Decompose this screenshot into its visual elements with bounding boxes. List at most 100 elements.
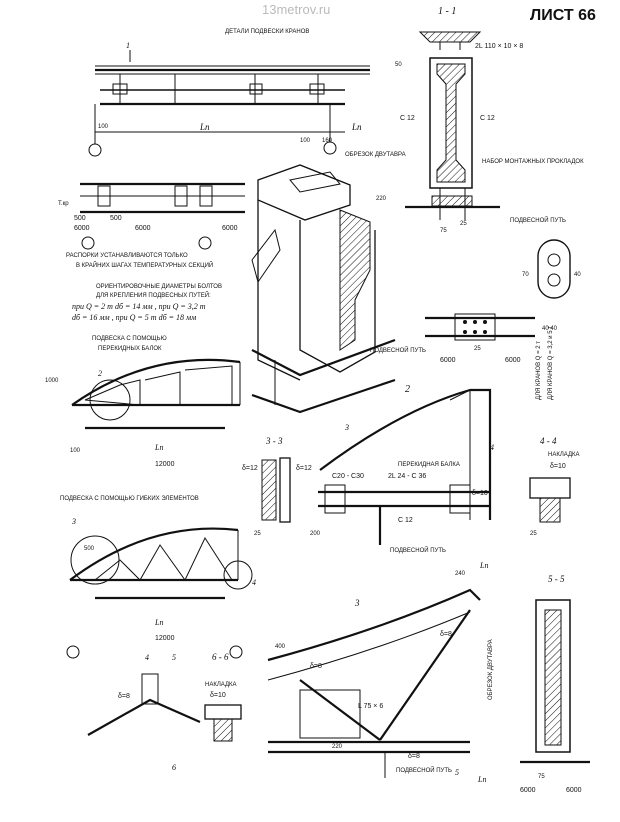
dim-ln-e: Lп — [154, 618, 163, 627]
delta-8-c: δ=8 — [408, 753, 420, 760]
dim-240: 240 — [455, 571, 466, 577]
section-1-1: 2L 110 × 10 × 8 С 12 С 12 НАБОР МОНТАЖНЫ… — [376, 31, 584, 234]
crane-track-iso: ПОДВЕСНОЙ ПУТЬ — [370, 346, 426, 354]
truss-cross-beams: ПОДВЕСКА С ПОМОЩЬЮ ПЕРЕКИДНЫХ БАЛОК 1000… — [45, 336, 241, 468]
dim-40: 40 — [574, 272, 581, 278]
section-4-4-label: 4 - 4 — [540, 436, 557, 446]
cut-4-mark: 4 — [490, 443, 494, 452]
dim-75-a: 75 — [440, 228, 447, 234]
isometric-view: ОБРЕЗОК ДВУТАВРА ПОДВЕСНОЙ ПУТЬ — [251, 152, 426, 414]
dim-ln-d: Lп — [479, 561, 488, 570]
detail-4: 4 5 δ=8 6 — [87, 653, 201, 772]
section-5-5: 5 - 5 ОБРЕЗОК ДВУТАВРА 75 6000 6000 — [488, 574, 590, 794]
delta-10-c: δ=10 — [210, 692, 226, 699]
dim-25-c: 25 — [254, 531, 261, 537]
dim-ln-f: Lп — [477, 775, 486, 784]
dim-6000-a: 6000 — [74, 225, 90, 232]
bolt-note-2: ДЛЯ КРЕПЛЕНИЯ ПОДВЕСНЫХ ПУТЕЙ: — [96, 291, 211, 299]
dim-6000-e: 6000 — [505, 357, 521, 364]
cross-beam-detail: 2 ПЕРЕКИДНАЯ БАЛКА С20 - С30 2L 24 - С 3… — [310, 384, 494, 570]
bolt-note-1: ОРИЕНТИРОВОЧНЫЕ ДИАМЕТРЫ БОЛТОВ — [96, 284, 222, 290]
view-2-label: 2 — [405, 384, 410, 395]
dim-200: 200 — [310, 531, 321, 537]
bolt-notes: ОРИЕНТИРОВОЧНЫЕ ДИАМЕТРЫ БОЛТОВ ДЛЯ КРЕП… — [72, 284, 222, 322]
dim-500-b: 500 — [110, 215, 122, 222]
for-cranes-1: ДЛЯ КРАНОВ Q = 2 т — [536, 341, 542, 400]
delta-8-a: δ=8 — [310, 663, 322, 670]
watermark: 13metrov.ru — [262, 2, 330, 17]
detail-5-mark: 5 — [172, 653, 176, 662]
crane-track-2: ПОДВЕСНОЙ ПУТЬ — [390, 546, 446, 554]
spacers-note-1: РАСПОРКИ УСТАНАВЛИВАЮТСЯ ТОЛЬКО — [66, 253, 188, 259]
dim-220-b: 220 — [332, 744, 343, 750]
hang-cross-1: ПОДВЕСКА С ПОМОЩЬЮ — [92, 336, 167, 342]
callout-3: 3 — [71, 517, 76, 526]
dim-100-c: 100 — [70, 448, 81, 454]
for-cranes-2: ДЛЯ КРАНОВ Q = 3,2 и 5 т — [548, 326, 554, 400]
dim-40-40: 40 40 — [542, 326, 558, 332]
dim-25-b: 25 — [474, 346, 481, 352]
dim-160: 160 — [322, 138, 333, 144]
detail-4-label: 4 — [145, 653, 149, 662]
dim-6000-g: 6000 — [566, 787, 582, 794]
c20-label: С20 - С30 — [332, 473, 364, 480]
node-3-label: 3 — [354, 598, 360, 608]
dim-75-b: 75 — [538, 774, 545, 780]
dim-6000-d: 6000 — [440, 357, 456, 364]
section-4-4: 4 - 4 НАКЛАДКА δ=10 25 — [529, 436, 580, 537]
dim-100-b: 100 — [300, 138, 311, 144]
dim-220: 220 — [376, 196, 387, 202]
angle-label: 2L 110 × 10 × 8 — [475, 43, 523, 50]
cut-brace-label: ОБРЕЗОК ДВУТАВРА — [345, 152, 406, 158]
dim-25-d: 25 — [530, 531, 537, 537]
delta-8-b: δ=8 — [440, 631, 452, 638]
cross-beam-label: ПЕРЕКИДНАЯ БАЛКА — [398, 462, 460, 468]
dim-ln-a: Lп — [199, 122, 210, 132]
l24-label: 2L 24 - С 36 — [388, 473, 426, 480]
bolt-note-4: dб = 16 мм , при Q = 5 т dб = 18 мм — [72, 313, 196, 322]
crane-details-title: ДЕТАЛИ ПОДВЕСКИ КРАНОВ — [225, 29, 309, 35]
spacers-note-2: В КРАЙНИХ ШАГАХ ТЕМПЕРАТУРНЫХ СЕКЦИЙ — [76, 261, 213, 269]
cut-3-mark: 3 — [344, 423, 349, 432]
dim-ln-b: Lп — [351, 122, 362, 132]
dim-100-a: 100 — [98, 124, 109, 130]
overlay-label-2: НАКЛАДКА — [205, 682, 237, 688]
track-plan: 6000 6000 25 40 40 ДЛЯ КРАНОВ Q = 2 т ДЛ… — [425, 313, 558, 400]
dim-1000: 1000 — [45, 378, 59, 384]
crane-track-3: ПОДВЕСНОЙ ПУТЬ — [396, 766, 452, 774]
overlay-label-1: НАКЛАДКА — [548, 452, 580, 458]
callout-4: 4 — [252, 578, 256, 587]
delta-12-b: δ=12 — [296, 465, 312, 472]
cut-brace-5: ОБРЕЗОК ДВУТАВРА — [488, 639, 494, 700]
section-3-3-label: 3 - 3 — [265, 436, 283, 446]
delta-8-d: δ=8 — [118, 693, 130, 700]
cut-1-mark: 1 — [126, 41, 130, 50]
sheet-label: ЛИСТ 66 — [530, 7, 596, 24]
dim-12000-a: 12000 — [155, 461, 175, 468]
dim-ln-c: Lп — [154, 443, 163, 452]
node-detail-3: 3 400 240 δ=8 δ=8 L 75 × 6 δ=8 ПОДВЕСНОЙ… — [267, 571, 486, 784]
l75-label: L 75 × 6 — [358, 703, 383, 710]
section-6-6-label: 6 - 6 — [212, 652, 229, 662]
section-3-3: 3 - 3 δ=12 δ=12 25 — [242, 436, 312, 537]
detail-6-mark: 6 — [172, 763, 176, 772]
spacer-plan: Т.кр 500 500 6000 6000 6000 РАСПОРКИ УСТ… — [58, 182, 245, 269]
dim-12000-b: 12000 — [155, 635, 175, 642]
truss-flexible: ПОДВЕСКА С ПОМОЩЬЮ ГИБКИХ ЭЛЕМЕНТОВ 500 … — [60, 496, 256, 659]
bolt-note-3: при Q = 2 т dб = 14 мм , при Q = 3,2 т — [72, 302, 206, 311]
section-1-1-label: 1 - 1 — [438, 6, 456, 17]
section-6-6: 6 - 6 НАКЛАДКА δ=10 — [204, 652, 242, 742]
dim-70: 70 — [522, 272, 529, 278]
top-elevation: 1 Lп Lп 100 100 160 — [88, 41, 370, 157]
dim-25-a: 25 — [460, 221, 467, 227]
c12-center: С 12 — [398, 517, 413, 524]
dim-6000-f: 6000 — [520, 787, 536, 794]
shims-label: НАБОР МОНТАЖНЫХ ПРОКЛАДОК — [482, 159, 584, 165]
hang-cross-2: ПЕРЕКИДНЫХ БАЛОК — [98, 346, 162, 352]
c12-left: С 12 — [400, 115, 415, 122]
callout-2: 2 — [98, 369, 102, 378]
delta-10-b: δ=10 — [550, 463, 566, 470]
slot-detail: 70 40 — [522, 239, 581, 299]
